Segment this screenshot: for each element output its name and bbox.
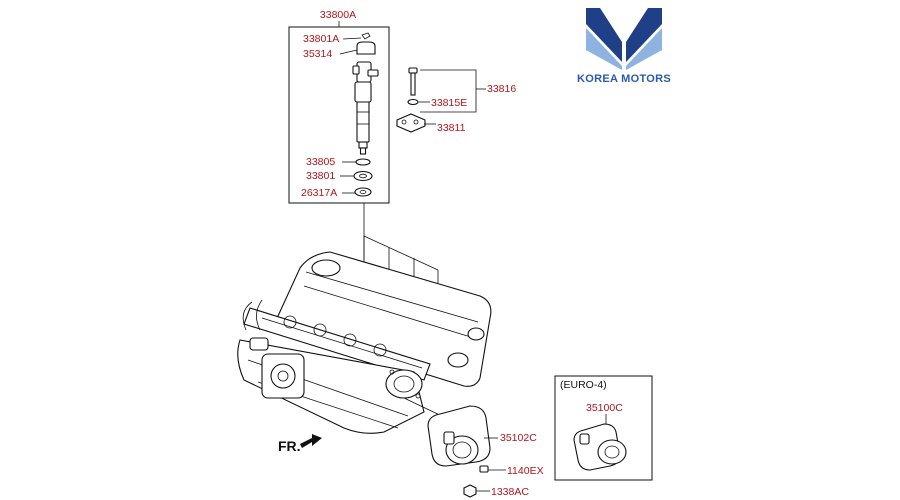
label-33801a: 33801A	[303, 33, 339, 45]
nut-1338ac	[463, 484, 477, 498]
clip-part	[361, 32, 371, 40]
front-direction-indicator: FR.	[278, 434, 322, 454]
label-26317a: 26317A	[301, 187, 337, 199]
label-33811: 33811	[437, 122, 466, 134]
label-33800a: 33800A	[320, 9, 356, 21]
label-1338ac: 1338AC	[491, 486, 529, 498]
oring-part	[355, 158, 371, 166]
leader-35314	[339, 49, 358, 55]
clamp-bracket	[396, 113, 426, 133]
logo-right-lower	[626, 28, 662, 70]
throttle-body-35100c	[573, 423, 627, 471]
label-35102c: 35102C	[500, 432, 537, 444]
washer-part	[353, 170, 373, 182]
throttle-body-35102c: 35102C 1140EX 1338AC	[403, 397, 544, 498]
fuel-pump	[242, 299, 305, 399]
engine-block-illustration	[237, 251, 492, 434]
label-33815e: 33815E	[431, 97, 467, 109]
fr-label: FR.	[278, 438, 301, 454]
inset-title: (EURO-4)	[560, 379, 607, 391]
injector-assembly-box: 33800A 33801A 35314 33805 33801	[288, 9, 390, 204]
label-33805: 33805	[306, 156, 335, 168]
korea-motors-logo: KOREA MOTORS	[577, 8, 671, 85]
fr-arrow-icon	[300, 434, 322, 448]
leader-33801a	[342, 37, 362, 40]
throttle-flange	[385, 369, 423, 399]
logo-wordmark: KOREA MOTORS	[577, 73, 671, 85]
clamp-bolt-group: 33816 33815E 33811	[396, 67, 516, 134]
bolt-head	[408, 67, 418, 74]
logo-right-wing	[626, 8, 662, 62]
logo-left-wing	[586, 8, 622, 62]
label-35314: 35314	[303, 48, 332, 60]
logo-left-lower	[586, 28, 622, 70]
bolt-washer	[407, 98, 419, 106]
clamp-part	[356, 41, 376, 55]
seal-part	[354, 187, 372, 197]
bracket-33816	[420, 69, 477, 113]
injector-body	[352, 61, 379, 155]
label-33801: 33801	[306, 170, 335, 182]
bolt-shank	[410, 72, 416, 96]
bolt-1140ex	[479, 465, 489, 473]
label-33816: 33816	[487, 83, 516, 95]
euro4-inset: (EURO-4) 35100C	[554, 375, 653, 481]
label-35100c: 35100C	[586, 402, 623, 414]
inset-frame	[554, 375, 653, 481]
label-1140ex: 1140EX	[507, 465, 544, 477]
